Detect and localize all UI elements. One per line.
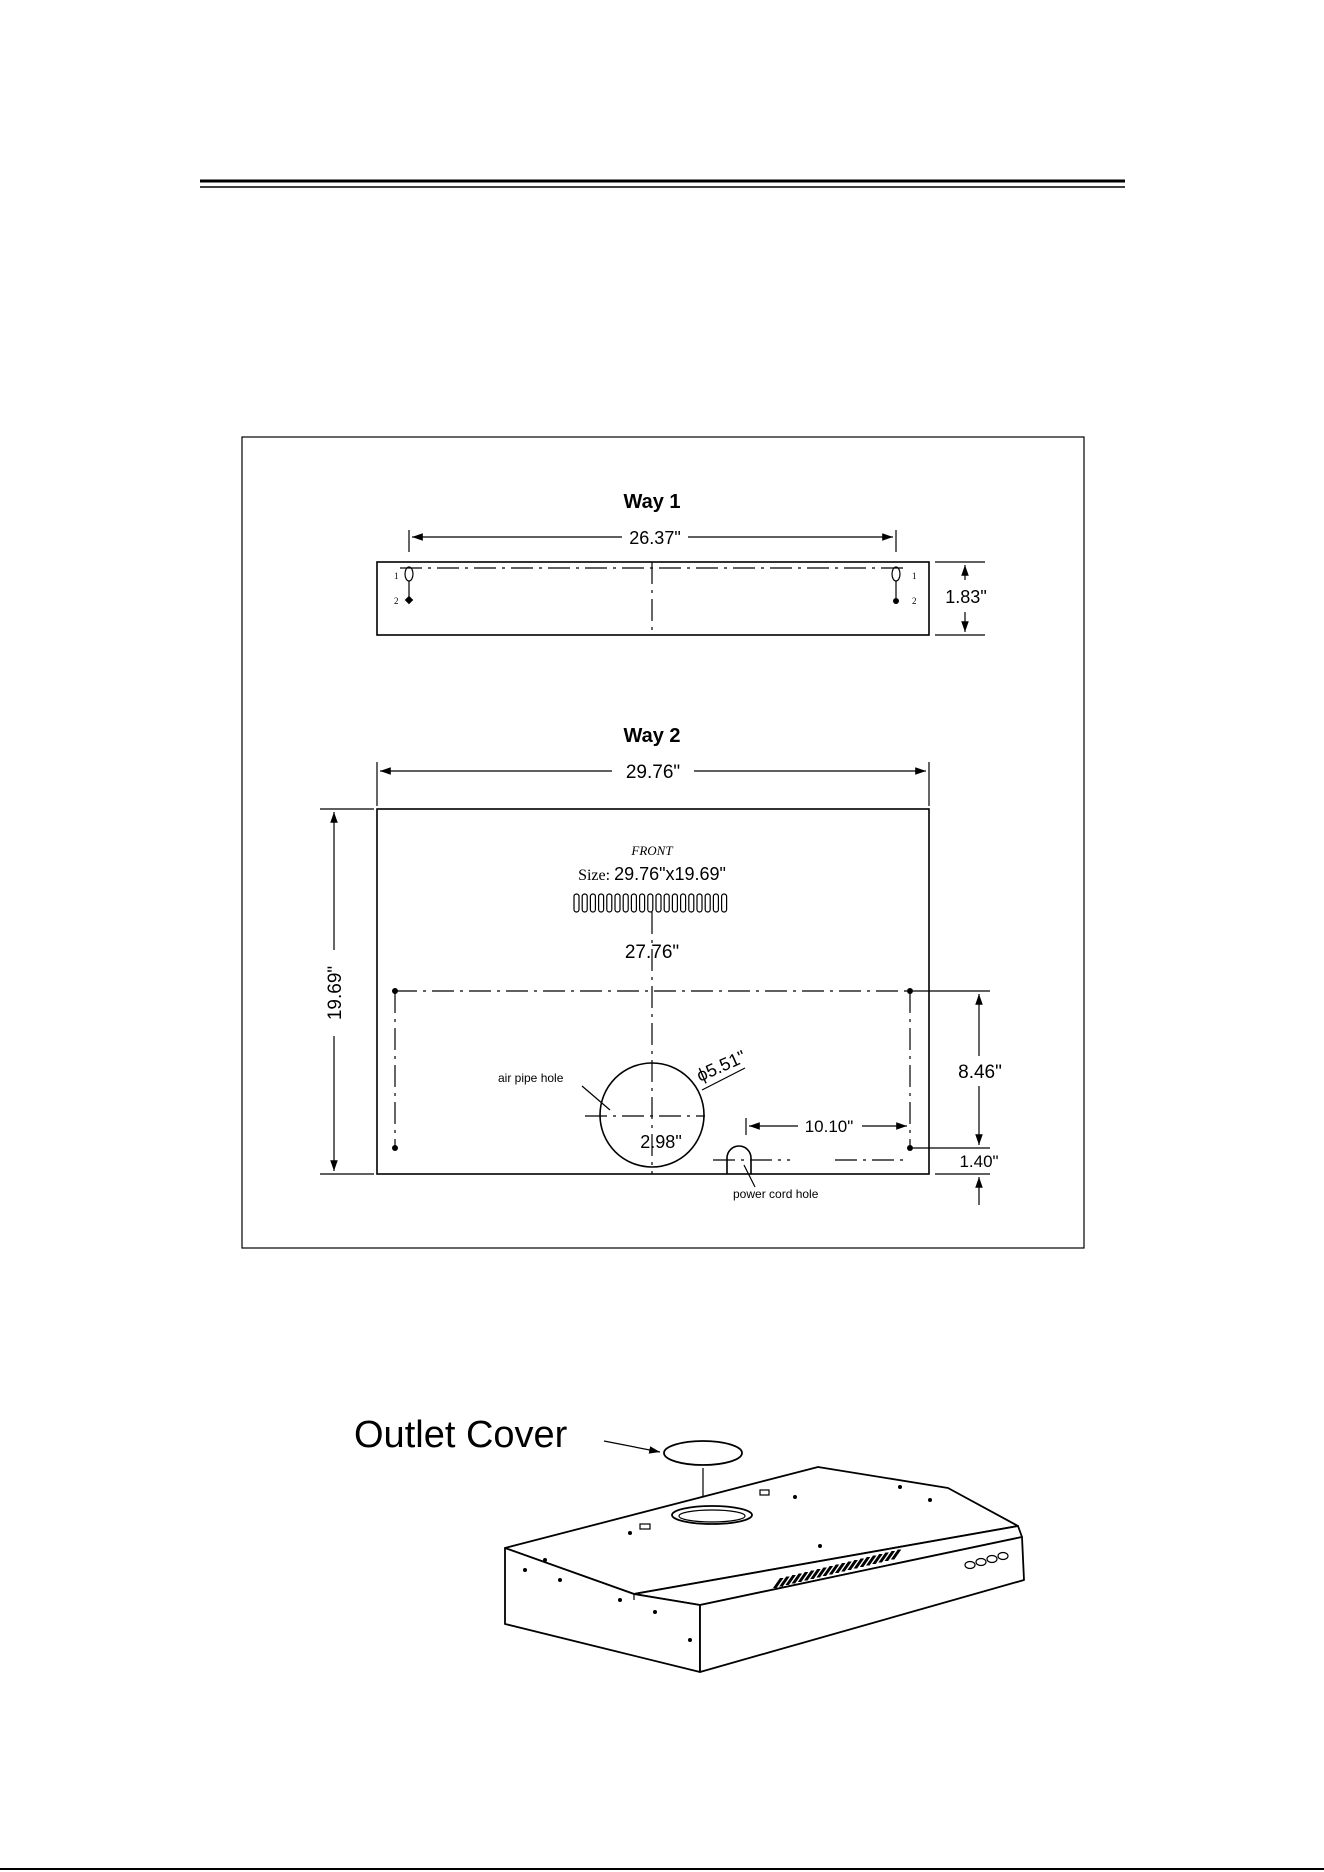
vent-slot: [640, 894, 645, 912]
vent-slot: [697, 894, 702, 912]
outlet-cover-icon: [664, 1441, 742, 1465]
air-pipe-hole-offset: 2.98": [640, 1132, 681, 1152]
vent-slot: [713, 894, 718, 912]
vent-slot: [615, 894, 620, 912]
outlet-cover-label: Outlet Cover: [354, 1414, 568, 1456]
range-hood-illustration: Outlet Cover: [354, 1414, 1024, 1672]
vent-slot: [582, 894, 587, 912]
way1-template-rect: [377, 562, 929, 635]
way1-height-label: 1.83": [945, 587, 986, 607]
vent-slot: [722, 894, 727, 912]
way1-right-hole-label-2: 2: [912, 596, 917, 606]
way2-inner-width-label: 27.76": [625, 942, 679, 963]
vent-slot: [681, 894, 686, 912]
hood-outlet-hole: [672, 1506, 752, 1524]
way2-width-label: 29.76": [626, 762, 680, 783]
power-cord-hole-label: power cord hole: [733, 1187, 819, 1201]
way1-right-hole-label-1: 1: [912, 571, 917, 581]
vent-slot: [648, 894, 653, 912]
way1-left-hole-label-2: 2: [394, 596, 399, 606]
vent-slot: [631, 894, 636, 912]
vent-slot: [590, 894, 595, 912]
vent-slot: [705, 894, 710, 912]
vent-slot: [689, 894, 694, 912]
vent-slot: [607, 894, 612, 912]
way1-title: Way 1: [623, 491, 680, 513]
vent-slot: [672, 894, 677, 912]
vent-slot: [656, 894, 661, 912]
vent-slot: [623, 894, 628, 912]
header-rule: [200, 181, 1125, 187]
way1-width-label: 26.37": [629, 528, 680, 548]
vent-slot: [599, 894, 604, 912]
vent-slot: [664, 894, 669, 912]
way2-size-label: Size:29.76"x19.69": [578, 864, 726, 884]
way2-front-label: FRONT: [630, 843, 673, 858]
way2-title: Way 2: [623, 725, 680, 747]
way2-diagram: Way 2 29.76" 19.69" FRONT Size:29.76"x19…: [320, 725, 1002, 1205]
air-pipe-hole-label: air pipe hole: [498, 1071, 564, 1085]
way2-right-height-label: 8.46": [958, 1062, 1002, 1083]
vent-slot: [574, 894, 579, 912]
way1-left-hole-label-1: 1: [394, 571, 399, 581]
way2-cord-offset-label: 10.10": [805, 1117, 854, 1136]
way2-bottom-offset-label: 1.40": [959, 1152, 998, 1171]
vent-slots: [574, 894, 727, 912]
way2-height-label: 19.69": [325, 966, 346, 1020]
way1-diagram: Way 1 26.37" 1 2 1 2 1.83": [377, 491, 987, 635]
